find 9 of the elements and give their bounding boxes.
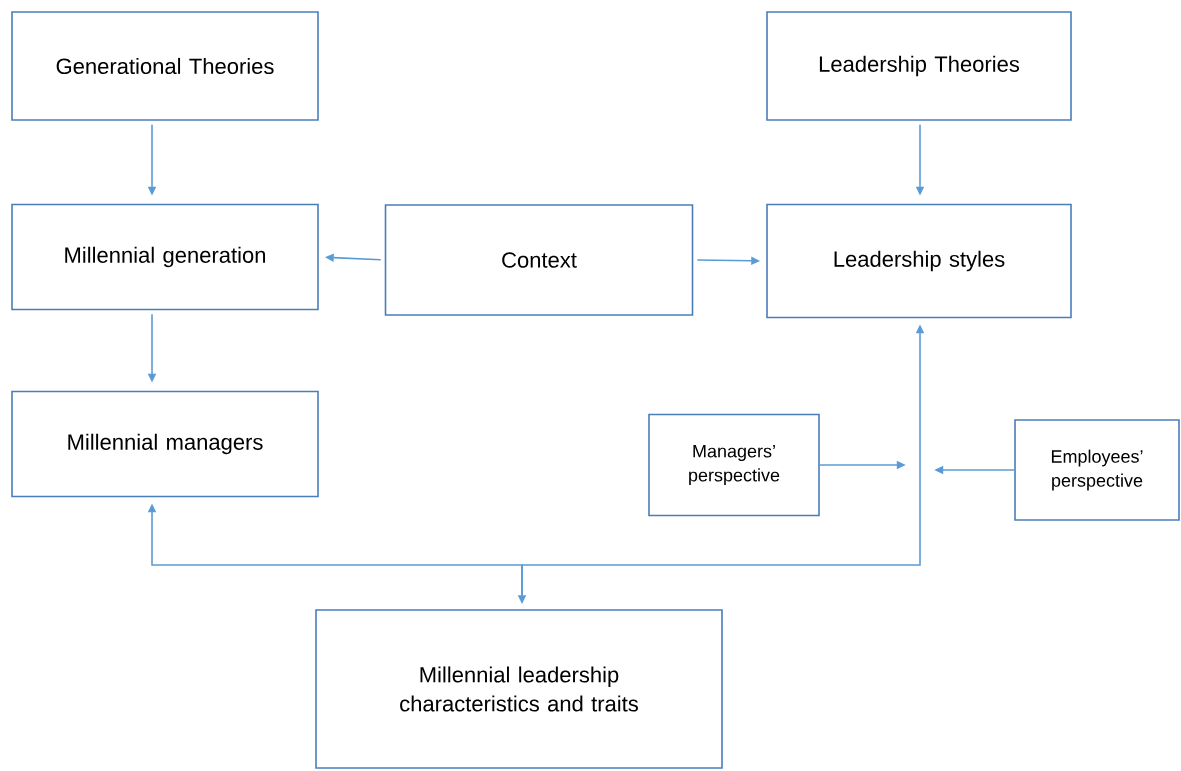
process-box: Employees’ perspective — [1014, 419, 1180, 521]
process-box: Millennial generation — [11, 203, 319, 311]
process-box: Millennial leadership characteristics and traits — [315, 609, 723, 769]
process-box: Generational Theories — [11, 11, 319, 121]
process-box: Context — [384, 204, 694, 316]
process-box: Leadership styles — [766, 203, 1072, 319]
process-box: Millennial managers — [11, 390, 319, 498]
process-box: Leadership Theories — [766, 11, 1072, 121]
process-box: Managers’ perspective — [648, 413, 820, 517]
